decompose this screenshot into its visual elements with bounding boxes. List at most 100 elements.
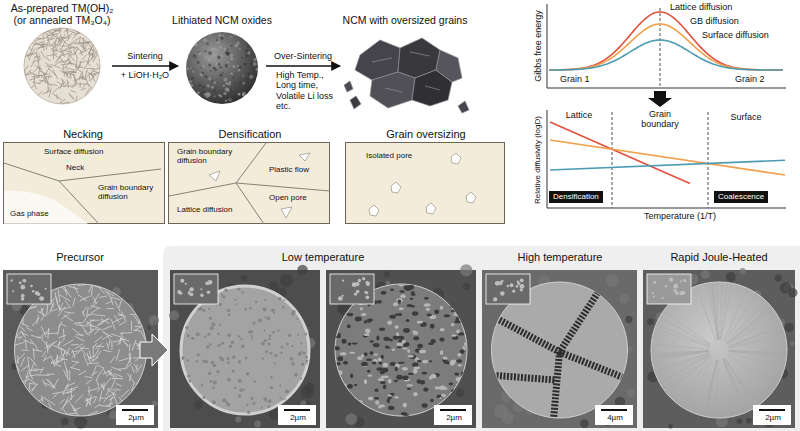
grain-dot — [197, 308, 199, 310]
flake-texture — [40, 71, 47, 75]
mechanism-label: Open pore — [269, 193, 307, 202]
flake-texture — [116, 384, 122, 387]
pore-dot — [400, 294, 405, 298]
grain-dot — [226, 52, 230, 56]
inset-texture — [20, 285, 25, 290]
flake-texture — [118, 314, 124, 316]
pore-dot — [453, 313, 457, 316]
grain-dot — [282, 306, 284, 308]
radial-texture — [715, 360, 718, 418]
pore-dot — [458, 286, 465, 290]
grain-dot — [211, 361, 214, 364]
grain-dot — [202, 46, 204, 48]
radial-texture — [651, 351, 709, 356]
grain-dot — [219, 303, 222, 306]
debris — [241, 275, 247, 281]
flake-texture — [118, 313, 126, 317]
porous-boundary — [560, 352, 630, 380]
precursor-texture — [23, 25, 101, 106]
debris — [740, 268, 746, 274]
flake-texture — [88, 362, 99, 364]
pore-dot — [332, 385, 339, 388]
flake-texture — [96, 370, 102, 381]
flake-texture — [95, 336, 103, 342]
pore-dot — [465, 320, 468, 324]
flake-texture — [50, 31, 54, 37]
inset-texture — [652, 292, 654, 294]
flake-texture — [87, 411, 98, 415]
pore-dot — [389, 315, 396, 319]
grain-dot — [217, 333, 220, 336]
grain-dot — [286, 343, 289, 346]
axis-label: Grain 2 — [735, 74, 765, 84]
flake-texture — [67, 413, 77, 414]
grain-dot — [212, 322, 216, 326]
grain-dot — [230, 54, 233, 57]
pore-dot — [431, 339, 436, 344]
pore-dot — [461, 371, 465, 376]
pore-dot — [463, 310, 469, 314]
pore-dot — [441, 385, 444, 389]
flake-texture — [67, 347, 70, 355]
grain-dot — [246, 404, 248, 406]
flake-texture — [43, 31, 44, 37]
flake-texture — [68, 52, 76, 56]
inset-texture — [32, 290, 35, 293]
inset-texture — [200, 294, 203, 297]
pore-dot — [459, 294, 465, 298]
grain-dot — [220, 37, 223, 40]
radial-texture — [660, 317, 711, 345]
grain-dot — [217, 41, 220, 44]
grain-dot — [207, 58, 211, 62]
pore-dot — [426, 308, 430, 311]
grain-dot — [227, 333, 231, 337]
flake-texture — [97, 385, 102, 391]
flake-texture — [100, 288, 105, 294]
grain-dot — [232, 370, 235, 373]
scale-box — [753, 405, 791, 425]
axis — [547, 88, 786, 89]
flake-texture — [97, 380, 99, 388]
pore-dot — [455, 397, 462, 399]
flake-texture — [111, 340, 112, 349]
flake-texture — [46, 66, 52, 67]
radial-texture — [721, 283, 732, 340]
pore-dot — [365, 329, 370, 334]
flake-texture — [75, 394, 83, 402]
debris — [668, 424, 673, 429]
pore-dot — [347, 384, 353, 389]
flake-texture — [46, 42, 47, 50]
grain-dot — [288, 399, 292, 403]
flake-texture — [42, 90, 51, 94]
flake-texture — [30, 383, 38, 385]
mechanism-label: Plastic flow — [269, 165, 309, 174]
pore-dot — [347, 324, 351, 328]
flake-texture — [117, 336, 123, 345]
grain-dot — [232, 77, 234, 79]
grain-dot — [234, 386, 237, 389]
flake-texture — [67, 32, 73, 41]
grain-dot — [189, 80, 192, 83]
pore-dot — [395, 313, 398, 316]
inset-texture — [364, 291, 367, 294]
debris — [149, 315, 159, 325]
radial-texture — [725, 358, 758, 405]
grain-dot — [181, 356, 185, 360]
flake-texture — [46, 58, 51, 62]
pore-dot — [412, 311, 418, 316]
radial-texture — [657, 354, 710, 378]
energy-curve — [549, 40, 783, 70]
grain-dot — [230, 37, 232, 39]
grain-dot — [261, 342, 265, 346]
grain-dot — [269, 352, 272, 355]
inset-texture — [653, 295, 655, 297]
flake-texture — [104, 332, 111, 340]
box-heading: Densification — [219, 128, 282, 141]
flake-texture — [51, 309, 57, 311]
pore-dot — [367, 370, 370, 373]
flake-texture — [61, 40, 65, 49]
flake-texture — [74, 285, 78, 293]
flake-texture — [113, 393, 118, 404]
scale-label: 4µm — [607, 413, 623, 422]
flake-texture — [26, 328, 32, 331]
